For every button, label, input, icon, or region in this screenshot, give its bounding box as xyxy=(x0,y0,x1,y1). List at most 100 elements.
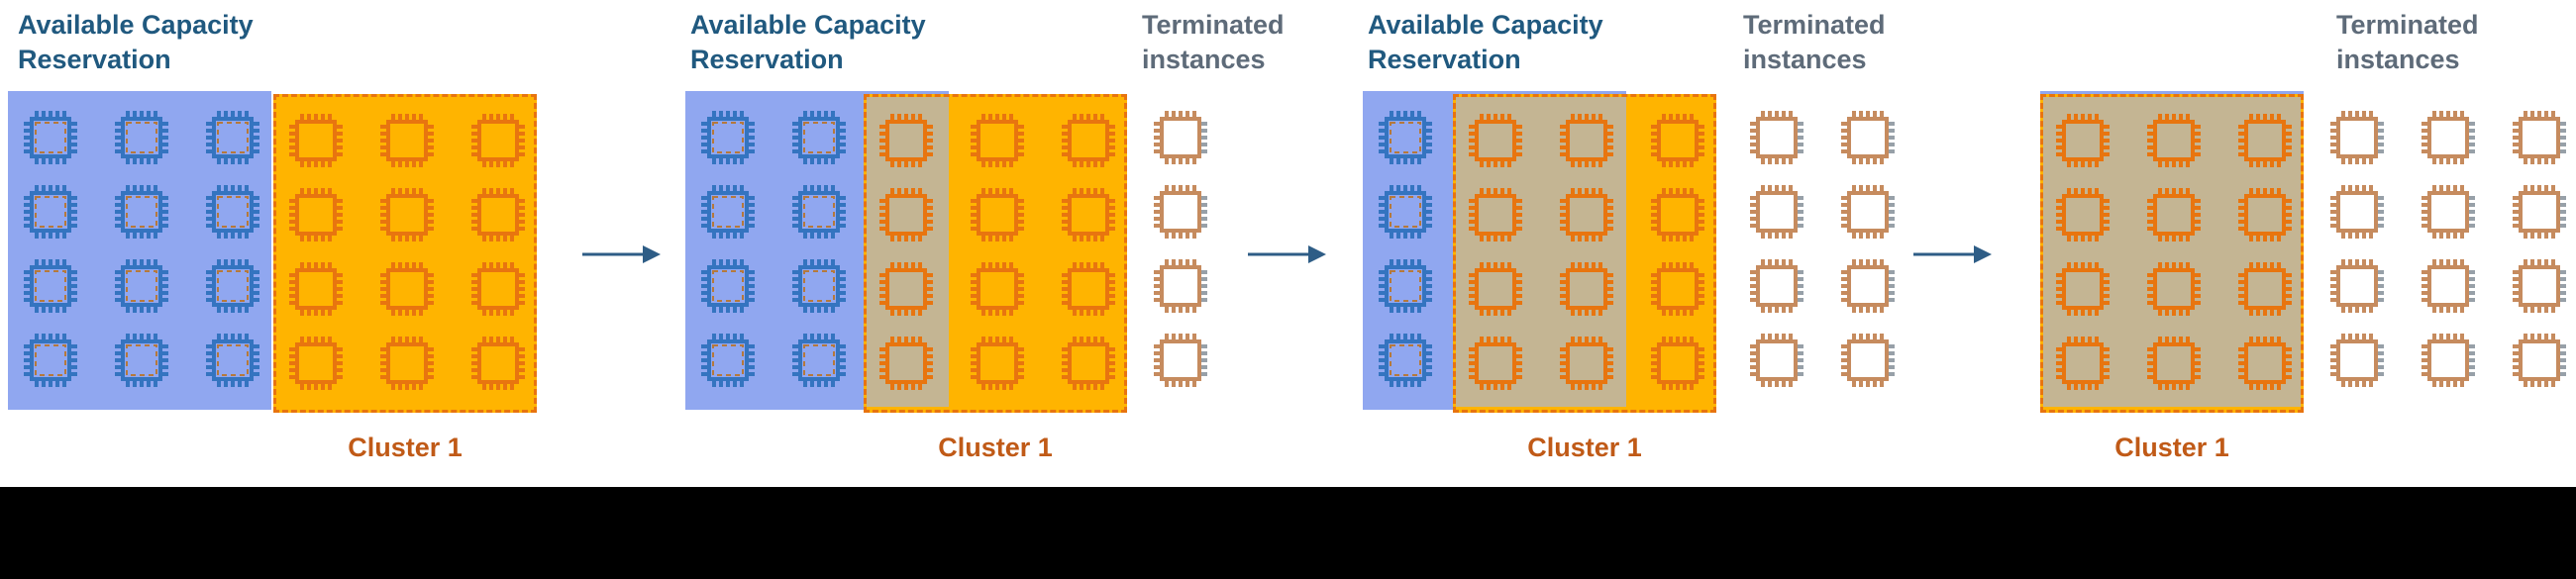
cluster-label: Cluster 1 xyxy=(348,433,463,462)
instance-cell xyxy=(2511,109,2568,166)
instance-cell xyxy=(1060,112,1117,169)
instance-cell xyxy=(1839,332,1897,389)
instance-cell xyxy=(1377,257,1434,315)
cpu-chip-icon xyxy=(380,262,434,316)
instance-cell xyxy=(1649,260,1706,318)
cpu-chip-icon xyxy=(1841,111,1895,164)
overlap-region xyxy=(2043,97,2301,407)
cpu-chip-icon xyxy=(1651,262,1704,316)
instance-cell xyxy=(22,183,79,241)
cpu-chip-icon xyxy=(289,262,343,316)
instance-cell xyxy=(1152,257,1209,315)
instance-cell xyxy=(699,109,757,166)
instance-cell xyxy=(204,183,261,241)
instance-cell xyxy=(1558,186,1615,243)
cpu-chip-icon xyxy=(2056,188,2110,241)
cpu-chip-icon xyxy=(2421,259,2475,313)
cluster-box xyxy=(1453,94,1716,413)
cpu-chip-icon xyxy=(879,262,933,316)
instance-cell xyxy=(204,109,261,166)
cpu-chip-icon xyxy=(471,262,525,316)
cpu-chip-icon xyxy=(2421,111,2475,164)
instance-cell xyxy=(113,109,170,166)
instance-cell xyxy=(378,335,436,392)
cpu-chip-icon xyxy=(115,111,168,164)
cpu-chip-icon xyxy=(2330,259,2384,313)
instance-cell xyxy=(2328,257,2386,315)
cpu-chip-icon xyxy=(1469,188,1522,241)
cpu-chip-icon xyxy=(2147,114,2201,167)
reservation-chip-grid xyxy=(8,91,275,407)
cpu-chip-icon xyxy=(1651,188,1704,241)
cpu-chip-icon xyxy=(206,334,259,387)
reservation-title: Available Capacity Reservation xyxy=(690,10,926,74)
cpu-chip-icon xyxy=(2513,185,2566,239)
instance-cell xyxy=(1467,335,1524,392)
cpu-chip-icon xyxy=(2513,259,2566,313)
instance-cell xyxy=(969,112,1026,169)
instance-cell xyxy=(378,112,436,169)
cpu-chip-icon xyxy=(2421,185,2475,239)
cpu-chip-icon xyxy=(380,337,434,390)
instance-cell xyxy=(790,332,848,389)
capacity-reservation-box xyxy=(8,91,271,410)
cpu-chip-icon xyxy=(471,114,525,167)
instance-cell xyxy=(1748,332,1805,389)
cpu-chip-icon xyxy=(2147,337,2201,390)
cpu-chip-icon xyxy=(971,114,1024,167)
cpu-chip-icon xyxy=(1469,114,1522,167)
cpu-chip-icon xyxy=(206,111,259,164)
instance-cell xyxy=(2145,260,2203,318)
reservation-chip-grid xyxy=(685,91,953,407)
cluster-chip-grid xyxy=(1456,97,1717,407)
cpu-chip-icon xyxy=(206,185,259,239)
cluster-chip-grid xyxy=(2043,97,2305,407)
cpu-chip-icon xyxy=(1560,262,1613,316)
cpu-chip-icon xyxy=(2330,111,2384,164)
instance-cell xyxy=(1060,186,1117,243)
instance-cell xyxy=(469,260,527,318)
cpu-chip-icon xyxy=(2421,334,2475,387)
cpu-chip-icon xyxy=(115,185,168,239)
cpu-chip-icon xyxy=(1062,114,1115,167)
instance-cell xyxy=(2511,332,2568,389)
arrow-right-icon xyxy=(1913,245,1992,263)
instance-cell xyxy=(204,257,261,315)
instance-cell xyxy=(1748,183,1805,241)
instance-cell xyxy=(2145,112,2203,169)
cpu-chip-icon xyxy=(380,188,434,241)
cpu-chip-icon xyxy=(380,114,434,167)
cpu-chip-icon xyxy=(792,111,846,164)
cpu-chip-icon xyxy=(1841,334,1895,387)
instance-cell xyxy=(1152,183,1209,241)
instance-cell xyxy=(877,112,935,169)
instance-cell xyxy=(1558,112,1615,169)
instance-cell xyxy=(1152,109,1209,166)
cpu-chip-icon xyxy=(701,259,755,313)
cpu-chip-icon xyxy=(24,185,77,239)
cluster-chip-grid xyxy=(276,97,538,407)
cpu-chip-icon xyxy=(971,337,1024,390)
instance-cell xyxy=(1558,335,1615,392)
instance-cell xyxy=(699,332,757,389)
cpu-chip-icon xyxy=(2056,337,2110,390)
instance-cell xyxy=(469,186,527,243)
arrow-right-icon xyxy=(582,245,661,263)
instance-cell xyxy=(1060,260,1117,318)
instance-cell xyxy=(877,260,935,318)
instance-cell xyxy=(877,186,935,243)
cpu-chip-icon xyxy=(701,185,755,239)
instance-cell xyxy=(2420,332,2477,389)
instance-cell xyxy=(204,332,261,389)
instance-cell xyxy=(1839,109,1897,166)
instance-cell xyxy=(287,335,345,392)
cpu-chip-icon xyxy=(115,334,168,387)
cpu-chip-icon xyxy=(289,114,343,167)
instance-cell xyxy=(2420,109,2477,166)
cpu-chip-icon xyxy=(1062,262,1115,316)
instance-cell xyxy=(287,112,345,169)
instance-cell xyxy=(699,183,757,241)
bottom-black-bar xyxy=(0,487,2576,579)
cpu-chip-icon xyxy=(701,111,755,164)
